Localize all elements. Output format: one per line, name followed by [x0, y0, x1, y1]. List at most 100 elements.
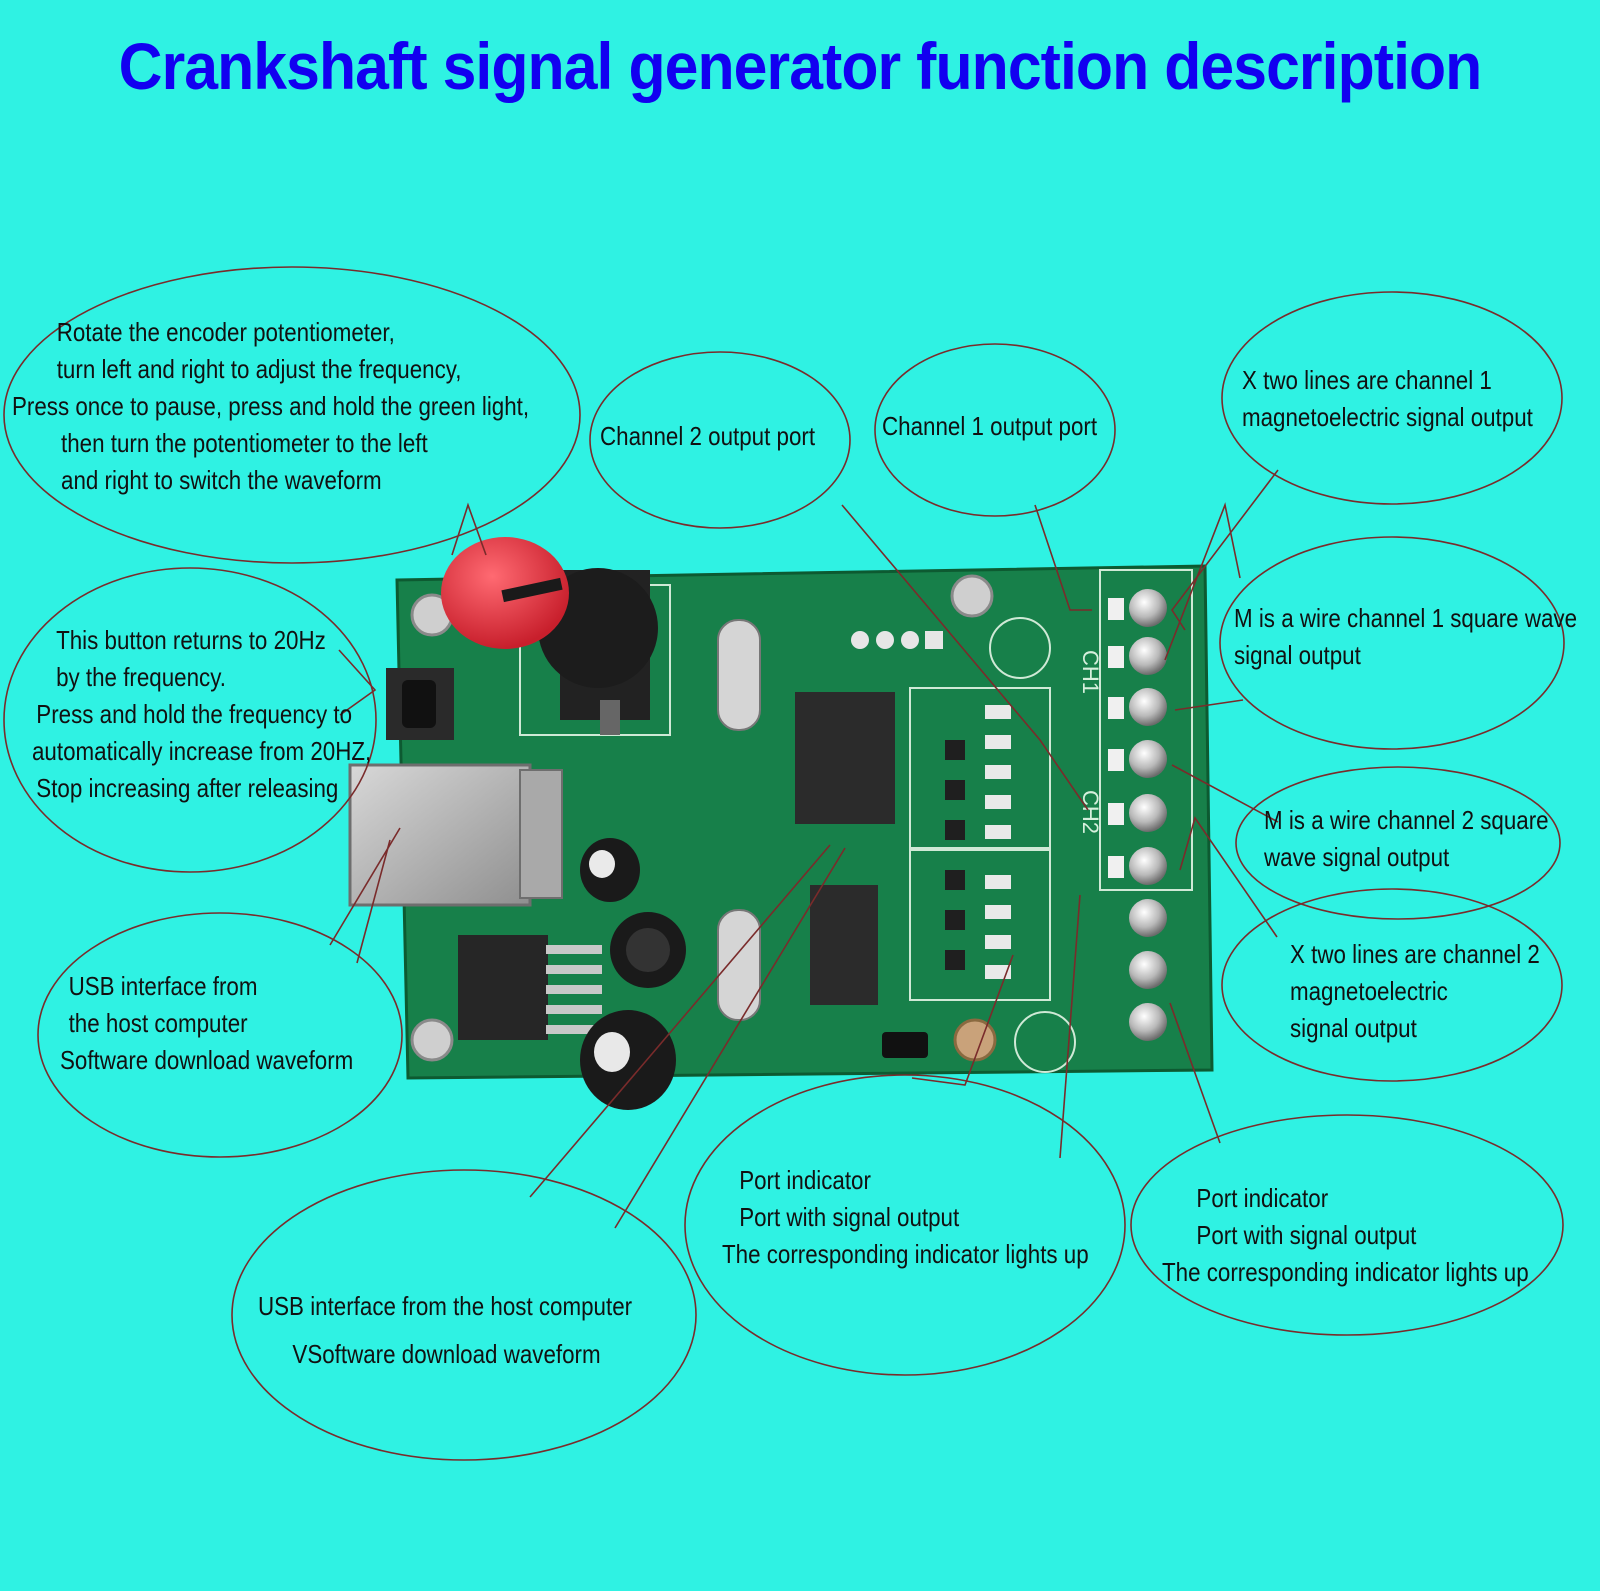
callout-x-ch2: X two lines are channel 2 magnetoelectri…: [1290, 936, 1540, 1047]
leader-line: [1164, 502, 1241, 661]
callout-bubble-ch2-port: [589, 351, 851, 529]
leader-line: [1174, 699, 1244, 711]
silkscreen-box-ch2: [909, 849, 1051, 1001]
callout-bubble-button: [3, 567, 377, 873]
callout-x-ch1: X two lines are channel 1 magnetoelectri…: [1242, 362, 1533, 436]
crystal-oscillator: [717, 619, 761, 1021]
leader-line: [1169, 1002, 1221, 1144]
pcb-board: CH1 CH2: [348, 537, 1214, 1110]
indicator-leds: [1108, 598, 1124, 878]
smd-resistor-array: [985, 705, 1011, 979]
callout-button: This button returns to 20Hz by the frequ…: [32, 622, 371, 807]
silkscreen-box-ch1: [909, 687, 1051, 849]
callout-bubble-m-ch2: [1235, 766, 1561, 920]
leader-line: [338, 649, 377, 716]
callout-bubble-x-ch2: [1221, 888, 1563, 1082]
mount-hole: [953, 1018, 997, 1062]
leader-line: [1034, 504, 1092, 611]
callout-line: M is a wire channel 1 square wave: [1234, 603, 1578, 633]
callout-m-ch2: M is a wire channel 2 square wave signal…: [1264, 802, 1549, 876]
callout-m-ch1: M is a wire channel 1 square wave signal…: [1234, 600, 1577, 674]
callout-usb-bottom: USB interface from the host computer VSo…: [258, 1282, 632, 1378]
callout-bubble-usb-left: [37, 912, 403, 1158]
callout-line: Stop increasing after releasing: [36, 773, 339, 803]
callout-line: Press and hold the frequency to: [36, 699, 353, 729]
callout-line: turn left and right to adjust the freque…: [56, 354, 462, 384]
callout-line: Port with signal output: [739, 1202, 960, 1232]
callout-line: X two lines are channel 1: [1242, 365, 1492, 395]
callout-ch1-port: Channel 1 output port: [882, 408, 1097, 445]
callout-line: and right to switch the waveform: [61, 465, 382, 495]
leader-line: [1171, 469, 1279, 631]
callout-line: Channel 1 output port: [882, 411, 1098, 441]
mount-hole: [950, 574, 994, 618]
usb-b-connector: [348, 763, 563, 907]
electrolytic-capacitor: [580, 838, 676, 1110]
leader-line: [451, 502, 487, 556]
callout-line: Press once to pause, press and hold the …: [12, 391, 530, 421]
voltage-regulator: [458, 935, 602, 1040]
callout-bubble-x-ch1: [1221, 291, 1563, 505]
callout-line: by the frequency.: [56, 662, 226, 692]
callout-line: The corresponding indicator lights up: [1162, 1257, 1529, 1287]
callout-bubble-ch1-port: [874, 343, 1116, 517]
leader-line: [356, 839, 391, 964]
leader-lines: [329, 469, 1279, 1229]
encoder-potentiometer: [441, 537, 658, 735]
callout-encoder: Rotate the encoder potentiometer, turn l…: [12, 314, 529, 499]
callout-port-indicator-1: Port indicator Port with signal output T…: [722, 1162, 1089, 1273]
callout-usb-left: USB interface from the host computer Sof…: [60, 968, 353, 1079]
callout-bubble-m-ch1: [1219, 536, 1565, 750]
callout-line: Port with signal output: [1196, 1220, 1417, 1250]
callout-line: Software download waveform: [60, 1045, 354, 1075]
ic-chip-2: [810, 885, 878, 1005]
callout-bubble-port-ind-1: [684, 1074, 1126, 1376]
callout-line: automatically increase from 20HZ,: [32, 736, 372, 766]
callout-line: Port indicator: [1196, 1183, 1329, 1213]
leader-line: [1171, 764, 1279, 823]
callout-bubbles: [3, 266, 1565, 1461]
callout-port-indicator-2: Port indicator Port with signal output T…: [1162, 1180, 1529, 1291]
transistors: [945, 740, 965, 970]
round-pad: [989, 617, 1076, 1073]
leader-line: [614, 847, 846, 1229]
callout-line: X two lines are channel 2: [1290, 939, 1540, 969]
callout-bubble-encoder: [3, 266, 581, 564]
inductor: [610, 912, 686, 988]
board-label-ch1: CH1: [1078, 650, 1103, 694]
callout-line: the host computer: [68, 1008, 248, 1038]
callout-line: USB interface from: [68, 971, 258, 1001]
callout-line: signal output: [1234, 640, 1361, 670]
callout-line: Port indicator: [739, 1165, 871, 1195]
callout-bubble-usb-bottom: [231, 1169, 697, 1461]
callout-line: The corresponding indicator lights up: [722, 1239, 1089, 1269]
callout-line: Rotate the encoder potentiometer,: [56, 317, 395, 347]
leader-line: [911, 954, 1014, 1086]
callout-ch2-port: Channel 2 output port: [600, 418, 815, 455]
silkscreen-box-terminals: [1099, 569, 1193, 891]
page-title: Crankshaft signal generator function des…: [118, 29, 1483, 103]
callout-line: This button returns to 20Hz: [56, 625, 326, 655]
callout-line: M is a wire channel 2 square: [1264, 805, 1549, 835]
callout-line: wave signal output: [1264, 842, 1450, 872]
callout-line: Channel 2 output port: [600, 421, 816, 451]
leader-line: [1059, 894, 1081, 1159]
board-label-ch2: CH2: [1078, 790, 1103, 834]
header-pins: [851, 631, 943, 649]
jumper: [882, 1032, 928, 1058]
callout-line: magnetoelectric signal output: [1242, 402, 1533, 432]
callout-line: then turn the potentiometer to the left: [61, 428, 428, 458]
ic-chip-1: [795, 692, 895, 824]
terminal-block: [1129, 589, 1167, 1041]
callout-line: magnetoelectric: [1290, 976, 1448, 1006]
leader-line: [529, 844, 831, 1198]
mount-hole: [410, 1018, 454, 1062]
leader-line: [1179, 816, 1278, 938]
callout-bubble-port-ind-2: [1130, 1114, 1564, 1336]
tact-button: [386, 668, 454, 740]
callout-line: signal output: [1290, 1013, 1417, 1043]
callout-line: VSoftware download waveform: [292, 1339, 601, 1369]
leader-line: [841, 504, 1089, 811]
callout-line: USB interface from the host computer: [258, 1291, 633, 1321]
